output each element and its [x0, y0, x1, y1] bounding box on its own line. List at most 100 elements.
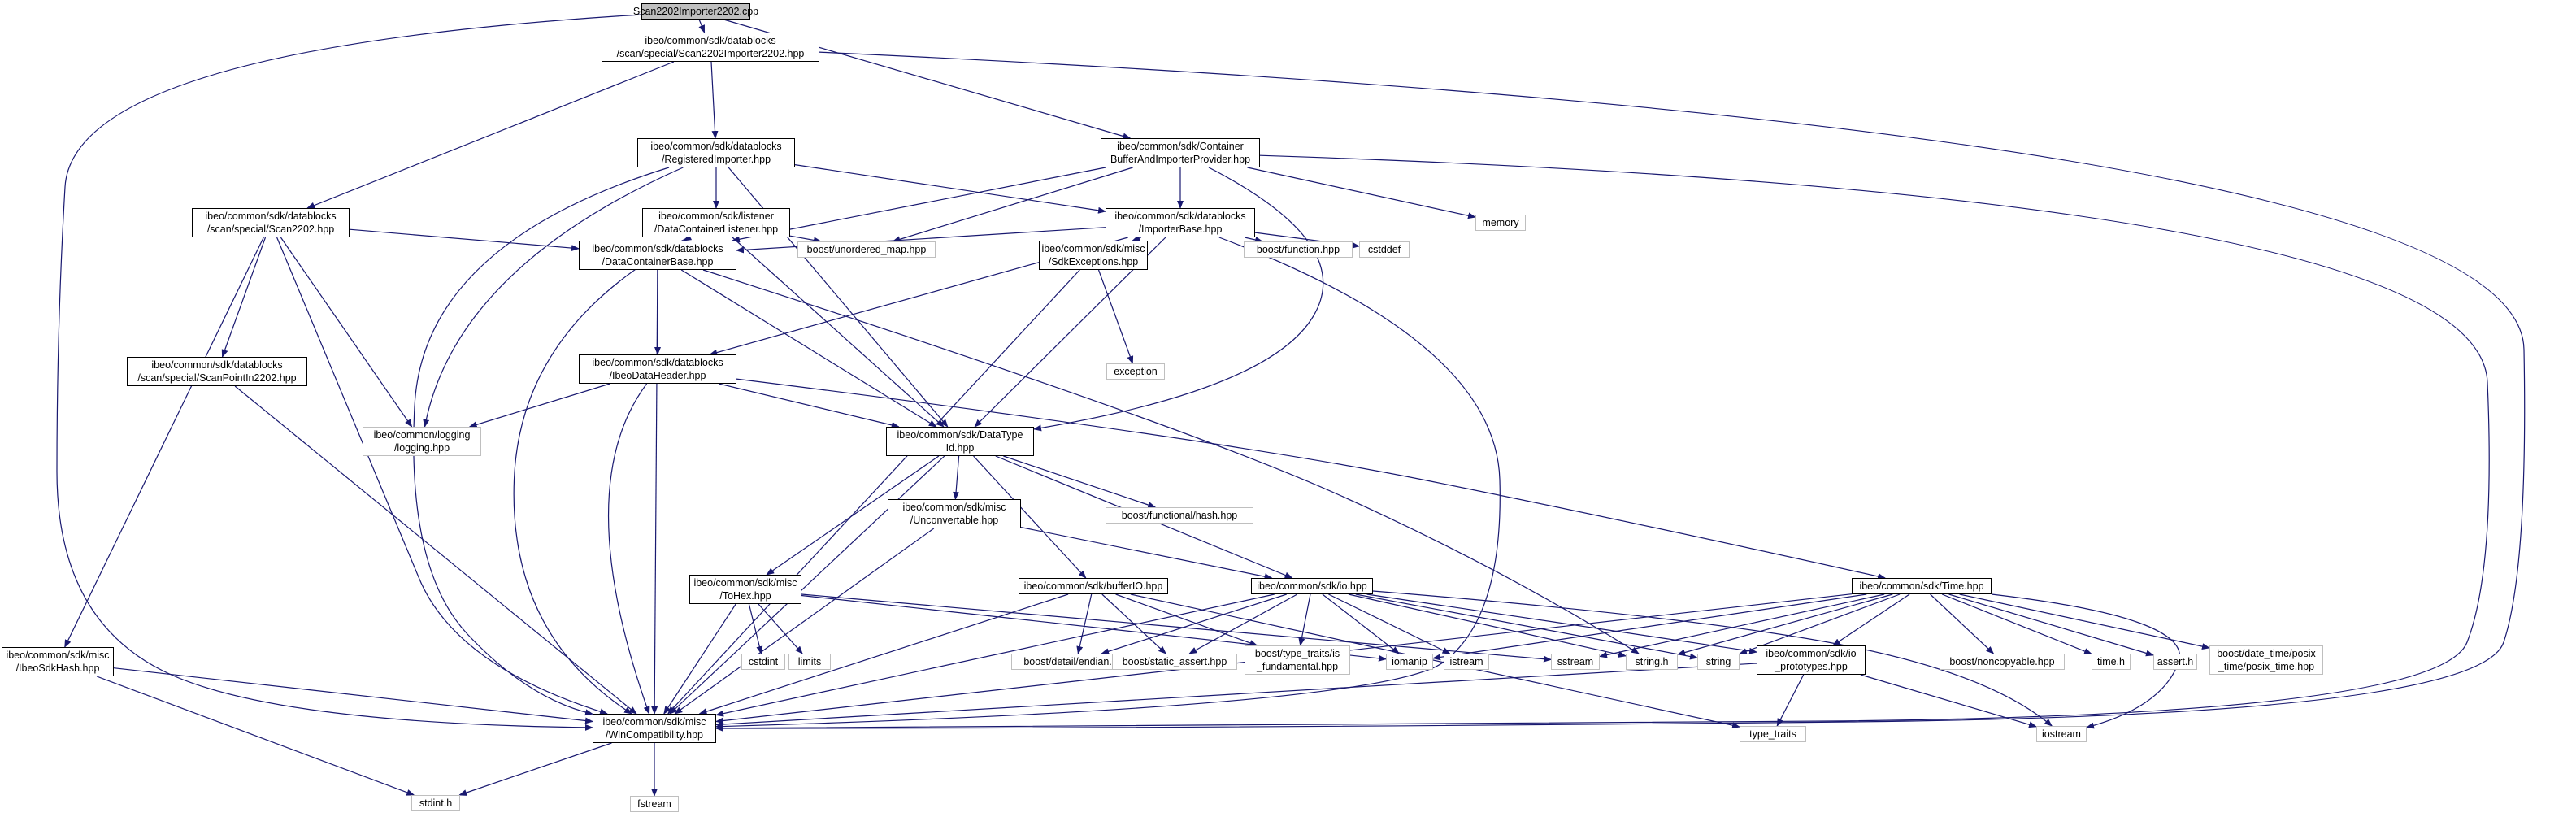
- node-label-line: exception: [1114, 366, 1158, 377]
- node-ibeodh[interactable]: ibeo/common/sdk/datablocks/IbeoDataHeade…: [579, 354, 736, 384]
- edge-dclistener-to-unorderedmap: [789, 235, 822, 244]
- edge-ioproto-to-iostream: [1860, 674, 2037, 728]
- node-label-line: Scan2202Importer2202.cpp: [632, 6, 759, 17]
- node-sdkhash[interactable]: ibeo/common/sdk/misc/IbeoSdkHash.hpp: [2, 647, 114, 676]
- node-unorderedmap: boost/unordered_map.hpp: [797, 241, 936, 258]
- node-dcbase[interactable]: ibeo/common/sdk/datablocks/DataContainer…: [579, 241, 736, 270]
- node-label-line: assert.h: [2157, 656, 2194, 667]
- node-asserth: assert.h: [2153, 654, 2197, 670]
- node-boostfunc: boost/function.hpp: [1244, 241, 1353, 258]
- edge-scan2202-to-logging: [280, 237, 413, 428]
- node-label-line: ibeo/common/sdk/datablocks: [592, 243, 723, 254]
- node-label-line: ibeo/common/logging: [373, 429, 471, 441]
- node-dclistener[interactable]: ibeo/common/sdk/listener/DataContainerLi…: [642, 208, 790, 237]
- node-label-line: ibeo/common/sdk/Time.hpp: [1859, 580, 1984, 592]
- node-timehpp[interactable]: ibeo/common/sdk/Time.hpp: [1852, 578, 1992, 594]
- node-label-line: /WinCompatibility.hpp: [606, 729, 703, 741]
- edge-impbase-to-wincompat: [715, 237, 1501, 730]
- edge-timehpp-to-stringh: [1677, 593, 1893, 656]
- node-label-line: /IbeoDataHeader.hpp: [609, 370, 706, 381]
- node-label-line: _time/posix_time.hpp: [2218, 661, 2315, 672]
- edge-timehpp-to-timeh: [1941, 593, 2092, 654]
- edge-bufferio-to-wincompat: [698, 593, 1069, 715]
- edge-bufferio-to-staticassert: [1101, 593, 1166, 654]
- node-tohex[interactable]: ibeo/common/sdk/misc/ToHex.hpp: [689, 575, 801, 604]
- node-funchash: boost/functional/hash.hpp: [1106, 507, 1253, 524]
- node-label-line: /RegisteredImporter.hpp: [661, 154, 771, 165]
- node-label-line: iomanip: [1392, 656, 1427, 667]
- edge-timehpp-to-posixtime: [1959, 593, 2210, 650]
- node-label-line: cstddef: [1367, 244, 1401, 255]
- node-label-line: ibeo/common/sdk/misc: [6, 650, 110, 661]
- edge-ibeodh-to-timehpp: [736, 378, 1887, 580]
- node-scan2202[interactable]: ibeo/common/sdk/datablocks/scan/special/…: [192, 208, 350, 237]
- node-label-line: ibeo/common/sdk/misc: [1041, 243, 1145, 254]
- edge-tohex-to-wincompat: [663, 603, 736, 715]
- edge-scanpoint-to-wincompat: [234, 385, 637, 715]
- node-label-line: limits: [797, 656, 822, 667]
- node-fstream: fstream: [630, 796, 679, 812]
- node-stdinth: stdint.h: [411, 795, 460, 811]
- edge-wincompat-to-stdinth: [458, 742, 612, 796]
- edge-timehpp-to-asserth: [1948, 593, 2154, 657]
- edge-dcbase-to-datatypeid: [680, 269, 937, 428]
- node-timeh: time.h: [2092, 654, 2131, 670]
- node-label-line: boost/unordered_map.hpp: [806, 244, 927, 255]
- node-bufferio[interactable]: ibeo/common/sdk/bufferIO.hpp: [1019, 578, 1168, 594]
- node-label-line: ibeo/common/sdk/misc: [693, 577, 797, 589]
- edge-dclistener-to-datatypeid: [732, 237, 945, 428]
- node-label-line: boost/static_assert.hpp: [1122, 656, 1227, 667]
- edge-contbuf-to-unorderedmap: [892, 167, 1133, 243]
- edge-tohex-to-sstream: [801, 593, 1552, 663]
- node-label-line: string: [1705, 656, 1731, 667]
- node-label-line: ibeo/common/sdk/misc: [902, 502, 1006, 513]
- edge-contbuf-to-memory: [1247, 167, 1476, 219]
- node-label-line: ibeo/common/sdk/io: [1766, 648, 1857, 659]
- node-endian: boost/detail/endian.hpp: [1011, 654, 1141, 670]
- node-logging: ibeo/common/logging/logging.hpp: [363, 427, 481, 456]
- node-label-line: ibeo/common/sdk/datablocks: [592, 357, 723, 368]
- edge-bufferio-to-typetraits: [1130, 593, 1740, 729]
- node-label-line: /scan/special/Scan2202Importer2202.hpp: [616, 48, 805, 59]
- node-sdkexc[interactable]: ibeo/common/sdk/misc/SdkExceptions.hpp: [1039, 241, 1148, 270]
- node-label-line: /SdkExceptions.hpp: [1048, 256, 1139, 267]
- edge-regimp-to-impbase: [794, 164, 1106, 214]
- node-regimp[interactable]: ibeo/common/sdk/datablocks/RegisteredImp…: [637, 138, 795, 167]
- edge-unconv-to-io: [1020, 527, 1273, 580]
- node-label-line: Id.hpp: [945, 442, 975, 454]
- edge-impbase-to-sdkexc: [1132, 235, 1142, 241]
- node-impbase[interactable]: ibeo/common/sdk/datablocks/ImporterBase.…: [1106, 208, 1255, 237]
- node-label-line: boost/function.hpp: [1256, 244, 1340, 255]
- node-io[interactable]: ibeo/common/sdk/io.hpp: [1251, 578, 1373, 594]
- node-label-line: boost/date_time/posix: [2217, 648, 2316, 659]
- node-label-line: boost/noncopyable.hpp: [1949, 656, 2055, 667]
- node-label-line: memory: [1482, 217, 1519, 228]
- node-label-line: ibeo/common/sdk/datablocks: [151, 359, 283, 371]
- node-label-line: boost/detail/endian.hpp: [1023, 656, 1129, 667]
- node-label-line: fstream: [637, 798, 671, 810]
- edge-bufferio-to-isfund: [1115, 593, 1258, 646]
- node-wincompat[interactable]: ibeo/common/sdk/misc/WinCompatibility.hp…: [593, 714, 716, 743]
- node-typetraits: type_traits: [1740, 726, 1806, 742]
- node-isfund: boost/type_traits/is_fundamental.hpp: [1245, 645, 1350, 675]
- node-ioproto[interactable]: ibeo/common/sdk/io_prototypes.hpp: [1757, 645, 1866, 675]
- edge-timehpp-to-iomanip: [1432, 593, 1867, 661]
- node-label-line: boost/type_traits/is: [1254, 648, 1340, 659]
- node-label-line: /DataContainerBase.hpp: [602, 256, 714, 267]
- edge-timehpp-to-string: [1739, 593, 1901, 654]
- edge-scanimp-to-scan2202: [306, 61, 675, 209]
- edge-bufferio-to-endian: [1076, 593, 1093, 654]
- node-limits: limits: [788, 654, 831, 670]
- node-cstddef: cstddef: [1359, 241, 1410, 258]
- node-scanpoint[interactable]: ibeo/common/sdk/datablocks/scan/special/…: [127, 357, 307, 386]
- edge-io-to-ioproto: [1366, 593, 1757, 654]
- edge-ibeodh-to-datatypeid: [719, 383, 900, 428]
- node-label-line: /ToHex.hpp: [719, 590, 771, 602]
- node-noncopy: boost/noncopyable.hpp: [1940, 654, 2065, 670]
- edge-io-to-stringh: [1348, 593, 1627, 658]
- node-unconv[interactable]: ibeo/common/sdk/misc/Unconvertable.hpp: [888, 499, 1021, 528]
- node-scanimp[interactable]: ibeo/common/sdk/datablocks/scan/special/…: [602, 33, 819, 62]
- edge-io-to-wincompat: [715, 593, 1275, 717]
